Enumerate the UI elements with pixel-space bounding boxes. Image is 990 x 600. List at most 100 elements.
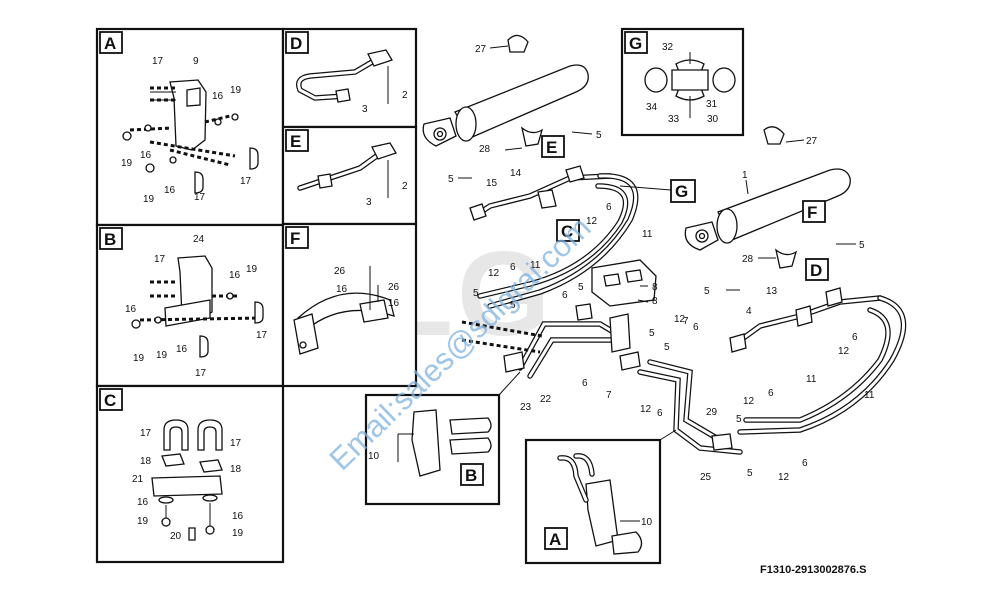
part-number-label: 19 [156,350,168,361]
part-number-label: 19 [121,158,133,169]
part-number-label: 16 [388,298,400,309]
part-number-label: 12 [674,314,686,325]
part-number-label: 4 [746,306,752,317]
part-number-label: 12 [838,346,850,357]
part-number-label: 23 [520,402,532,413]
part-number-label: 34 [646,102,658,113]
part-number-label: 17 [154,254,166,265]
part-number-label: 6 [606,202,612,213]
detail-panel-c: C 17 17 18 18 21 16 16 19 19 20 [95,384,285,564]
part-number-label: 17 [152,56,164,67]
part-number-label: 27 [475,44,487,55]
part-number-label: 26 [334,266,346,277]
part-number-label: 5 [596,130,602,141]
part-number-label: 16 [212,91,224,102]
part-number-label: 11 [806,374,817,385]
part-number-label: 6 [562,290,568,301]
part-number-label: 12 [778,472,790,483]
part-number-label: 6 [768,388,774,399]
part-number-label: 12 [743,396,755,407]
part-number-label: 6 [693,322,699,333]
part-number-label: 5 [510,300,516,311]
part-number-label: 24 [193,234,205,245]
callout-tag-e: E [546,138,557,157]
part-number-label: 16 [140,150,152,161]
part-number-label: 2 [402,181,408,192]
part-number-label: 14 [510,168,522,179]
part-number-label: 7 [683,316,689,327]
part-number-label: 28 [479,144,491,155]
part-number-label: 19 [232,528,244,539]
part-number-label: 17 [194,192,206,203]
part-number-label: 11 [642,229,653,240]
part-number-label: 5 [704,286,710,297]
inset-tag-a: A [549,530,561,549]
panel-tag-f: F [290,229,300,248]
part-number-label: 5 [473,288,479,299]
part-number-label: 5 [736,414,742,425]
callout-tag-g: G [675,182,688,201]
part-number-label: 19 [137,516,149,527]
part-number-label: 19 [133,353,145,364]
part-number-label: 7 [606,390,612,401]
part-number-label: 5 [649,328,655,339]
part-number-label: 3 [362,104,368,115]
callout-tag-f: F [807,203,817,222]
part-number-label: 19 [246,264,258,275]
part-number-label: 18 [230,464,242,475]
part-number-label: 17 [256,330,268,341]
part-number-label: 19 [143,194,155,205]
part-number-label: 32 [662,42,674,53]
part-number-label: 9 [193,56,199,67]
part-number-label: 13 [766,286,778,297]
inset-a: 10 A [524,429,677,565]
part-number-label: 2 [402,90,408,101]
part-number-label: 12 [640,404,652,415]
part-number-label: 11 [864,390,875,401]
detail-panel-b: B 24 17 16 19 16 19 19 16 17 17 [95,223,285,388]
part-number-label: 10 [641,517,653,528]
callout-tag-d: D [810,261,822,280]
part-number-label: 15 [486,178,498,189]
part-number-label: 17 [140,428,152,439]
part-number-label: 12 [586,216,598,227]
part-number-label: 6 [802,458,808,469]
part-number-label: 6 [582,378,588,389]
part-number-label: 10 [368,451,380,462]
part-number-label: 6 [852,332,858,343]
inset-b: 10 B [364,371,521,506]
part-number-label: 16 [137,497,149,508]
part-number-label: 31 [706,99,718,110]
part-number-label: 12 [488,268,500,279]
part-number-label: 28 [742,254,754,265]
panel-tag-e: E [290,132,301,151]
part-number-label: 18 [140,456,152,467]
part-number-label: 21 [132,474,144,485]
part-number-label: 6 [657,408,663,419]
part-number-label: 16 [336,284,348,295]
detail-panel-g: G 32 34 31 33 30 [620,27,745,137]
part-number-label: 17 [195,368,207,379]
detail-panel-f: F 26 26 16 16 [281,222,418,388]
detail-panel-d: D 2 3 [281,27,418,129]
figure-code: F1310-2913002876.S [760,564,866,576]
part-number-label: 16 [176,344,188,355]
part-number-label: 5 [448,174,454,185]
part-number-label: 20 [170,531,182,542]
part-number-label: 16 [164,185,176,196]
detail-panel-a: A 17 9 16 19 19 16 16 19 17 17 [95,27,285,227]
part-number-label: 22 [540,394,552,405]
part-number-label: 5 [578,282,584,293]
part-number-label: 16 [232,511,244,522]
callout-tag-c: C [561,222,573,241]
part-number-label: 11 [530,260,541,271]
panel-tag-a: A [104,34,116,53]
part-number-label: 17 [230,438,242,449]
part-number-label: 19 [230,85,242,96]
part-number-label: 27 [806,136,818,147]
part-number-label: 16 [125,304,137,315]
part-number-label: 5 [747,468,753,479]
panel-tag-c: C [104,391,116,410]
part-number-label: 33 [668,114,680,125]
